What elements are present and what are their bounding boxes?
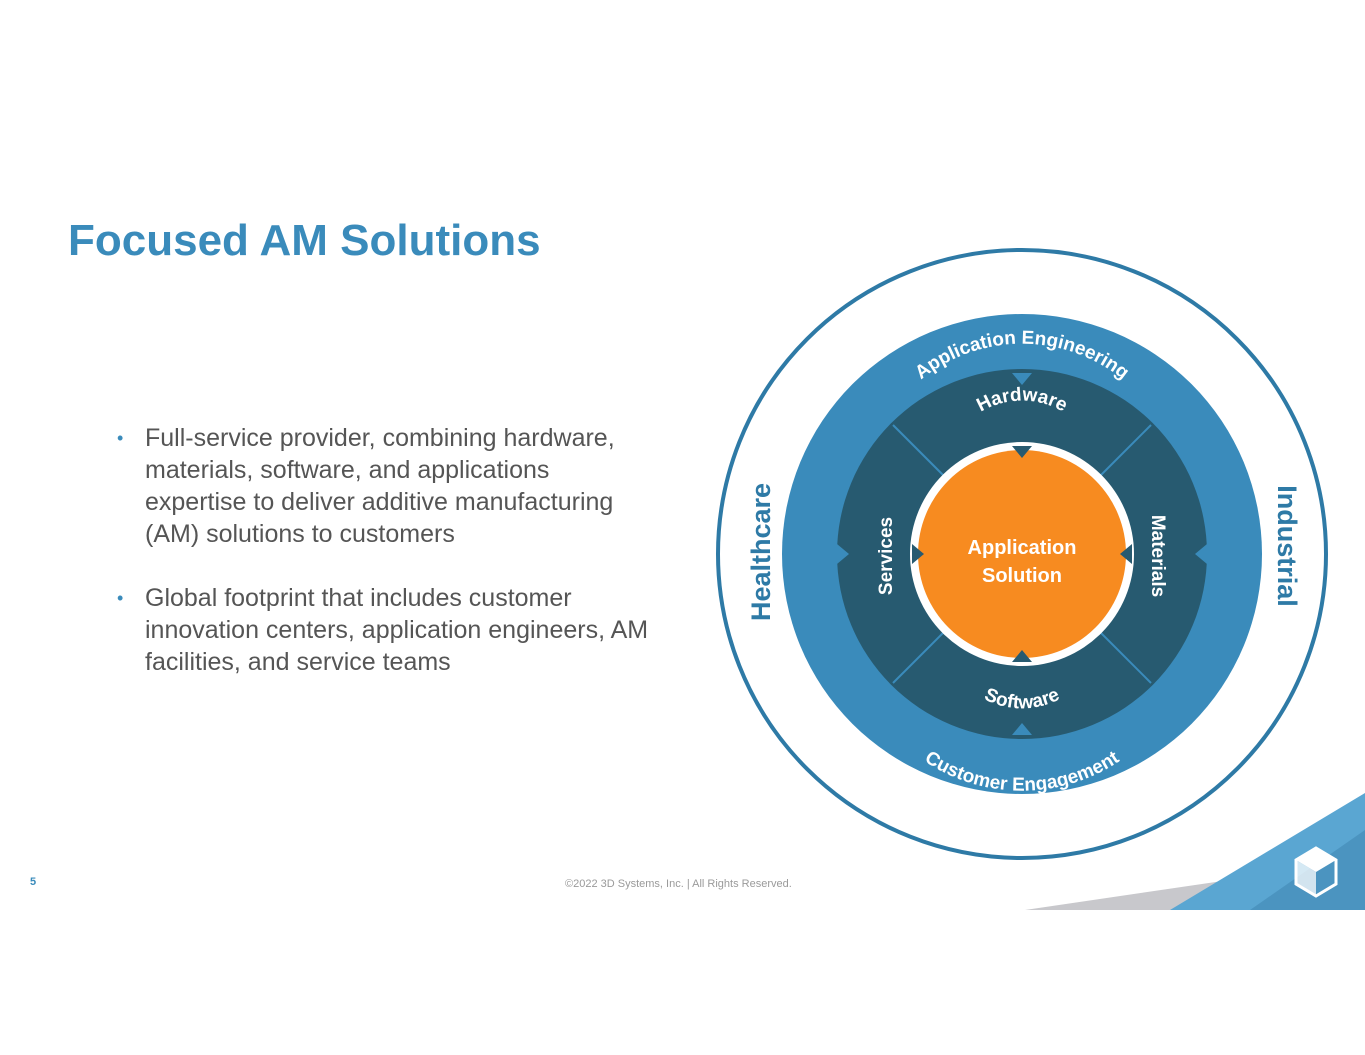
segment-services-label: Services [876,517,897,595]
bullet-marker: • [117,428,124,448]
page-number: 5 [30,876,37,888]
industrial-label: Industrial [1272,485,1302,607]
bullet-item: • Global footprint that includes custome… [112,582,652,678]
software-arrow [1012,650,1032,662]
copyright-text: ©2022 3D Systems, Inc. | All Rights Rese… [565,878,792,890]
bullet-list: • Full-service provider, combining hardw… [112,422,652,710]
center-label-line1: Application [968,537,1077,559]
right-notch [1195,544,1207,564]
corner-decoration [1025,793,1365,910]
services-arrow [912,544,924,564]
bullet-item: • Full-service provider, combining hardw… [112,422,652,550]
segment-dividers [892,424,1152,684]
center-circle [918,450,1126,658]
hardware-arrow [1012,446,1032,458]
left-notch [837,544,849,564]
center-label-line2: Solution [982,565,1062,587]
top-notch [1012,373,1032,385]
bottom-notch [1012,723,1032,735]
segment-materials-label: Materials [1147,515,1168,597]
materials-arrow [1120,544,1132,564]
slide-title: Focused AM Solutions [68,216,541,265]
bullet-text: Global footprint that includes customer … [145,584,649,676]
3d-systems-logo-icon [1294,846,1338,898]
solutions-diagram: Application Solution Application Enginee… [716,248,1328,860]
healthcare-label: Healthcare [746,483,776,621]
bullet-text: Full-service provider, combining hardwar… [145,424,615,548]
bullet-marker: • [117,588,124,608]
